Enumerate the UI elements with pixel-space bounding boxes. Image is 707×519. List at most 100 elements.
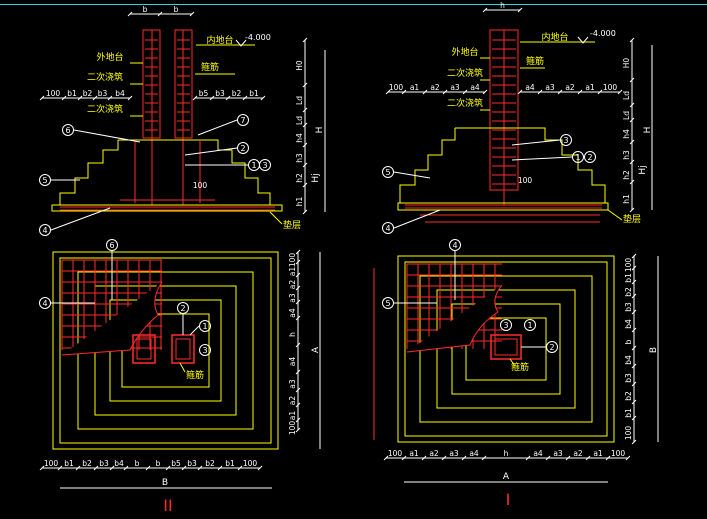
dim-tick: [157, 11, 163, 17]
dim-tick: [461, 455, 467, 461]
left-dim-l-label: b2: [83, 89, 93, 98]
leader: [509, 358, 516, 367]
dim-tick: [295, 272, 301, 278]
right-plan-col-in: [494, 338, 518, 356]
dim-tick: [631, 345, 637, 351]
left-plan-hdim-label: b1: [225, 459, 235, 468]
left-plan-col-a: [132, 334, 156, 364]
left-outer-platform-label: 外地台: [96, 51, 123, 63]
right-big-hj: Hj: [638, 165, 648, 174]
dim-tick: [39, 465, 45, 471]
left-dim-l-label: b3: [98, 89, 108, 98]
right-plan-hdim-label: a4: [469, 449, 479, 458]
left-section-callout-6: 6: [65, 126, 70, 135]
dim-tick: [295, 342, 301, 348]
left-dim-r-label: b1: [249, 89, 259, 98]
dim-tick: [631, 253, 637, 259]
dim-tick: [217, 465, 223, 471]
left-pedestal: [59, 139, 271, 206]
left-plan-vdim-label: a3: [288, 293, 297, 303]
dim-tick: [237, 465, 243, 471]
leader: [511, 139, 561, 146]
dim-tick: [295, 315, 301, 321]
leader: [179, 362, 186, 373]
left-plan-callout-3: 3: [202, 346, 207, 355]
dim-tick: [302, 122, 308, 128]
right-plan-vdim-label: b1: [624, 408, 633, 418]
dim-tick: [209, 95, 215, 101]
left-dim-r-label: b3: [215, 89, 225, 98]
right-section-callout-5-circle: [382, 166, 394, 178]
left-plan-callout-2-circle: [177, 302, 189, 314]
right-cushion-label: 垫层: [623, 213, 641, 225]
dim-tick: [257, 465, 263, 471]
right-dim-l-label: 100: [389, 83, 404, 92]
dim-tick: [481, 455, 487, 461]
left-plan-hdim-label: 100: [44, 459, 59, 468]
dim-tick: [629, 77, 635, 83]
dim-tick: [629, 159, 635, 165]
left-dim-r-label: b5: [199, 89, 209, 98]
dim-tick: [482, 89, 488, 95]
right-plan-hdim-label: a1: [593, 449, 603, 458]
right-plan-vdim-label: b1: [624, 273, 633, 283]
dim-tick: [295, 369, 301, 375]
right-plan-r1: [404, 261, 608, 437]
left-plan-hdim-label: b4: [114, 459, 124, 468]
dim-tick: [482, 7, 488, 13]
right-dim-r-label: 100: [603, 83, 618, 92]
right-vdim-label: h3: [622, 150, 631, 160]
right-plan-hdim-label: a3: [553, 449, 563, 458]
dim-tick: [631, 399, 637, 405]
dim-tick: [517, 7, 523, 13]
left-plan-outer: [52, 251, 279, 450]
dim-tick: [545, 455, 551, 461]
dim-tick: [295, 259, 301, 265]
dim-tick: [631, 415, 637, 421]
right-plan-vdim-label: b4: [624, 319, 633, 329]
leader: [184, 147, 238, 156]
left-plan-vdim-label: a1: [288, 411, 297, 421]
left-dim-l-label: b4: [115, 89, 125, 98]
dim-tick: [181, 465, 187, 471]
right-plan-vdim-label: b4: [624, 355, 633, 365]
dim-tick: [295, 249, 301, 255]
dim-tick: [189, 11, 195, 17]
dim-tick: [517, 89, 523, 95]
right-plan-callout-1-circle: [524, 319, 536, 331]
right-plan-big-label: B: [649, 347, 659, 353]
right-section-callout-4: 4: [385, 224, 390, 233]
leader: [269, 211, 283, 225]
dim-tick: [165, 465, 171, 471]
left-section-callout-5-circle: [39, 174, 51, 186]
dim-tick: [629, 102, 635, 108]
dim-tick: [302, 209, 308, 215]
left-plan-hdim-label: b3: [187, 459, 197, 468]
right-plan-hdim-label: a4: [533, 449, 543, 458]
right-section-callout-5: 5: [385, 168, 390, 177]
dim-tick: [617, 89, 623, 95]
left-section-callout-3-circle: [259, 159, 271, 171]
left-section-callout-6-circle: [62, 124, 74, 136]
dim-tick: [225, 95, 231, 101]
left-plan-stirrup: 箍筋: [186, 369, 204, 381]
dim-tick: [629, 207, 635, 213]
left-top-dim-label: b: [174, 5, 179, 14]
left-top-dim-label: b: [143, 5, 148, 14]
right-cushion: [397, 202, 609, 211]
dim-tick: [631, 265, 637, 271]
left-section-callout-2: 2: [240, 144, 245, 153]
left-plan-vdim-label: h: [288, 332, 297, 337]
leader: [73, 129, 141, 143]
dim-tick: [123, 465, 129, 471]
left-top-level: -4.000: [245, 33, 271, 42]
left-plan-vdim-label: a2: [288, 396, 297, 406]
left-plan-hdim-label: b: [135, 459, 140, 468]
right-plan-hdim-label: a2: [573, 449, 583, 458]
left-inner-platform-label: 内地台: [206, 34, 233, 46]
dim-tick: [295, 427, 301, 433]
leader: [511, 156, 573, 161]
dim-tick: [597, 89, 603, 95]
dim-tick: [302, 107, 308, 113]
